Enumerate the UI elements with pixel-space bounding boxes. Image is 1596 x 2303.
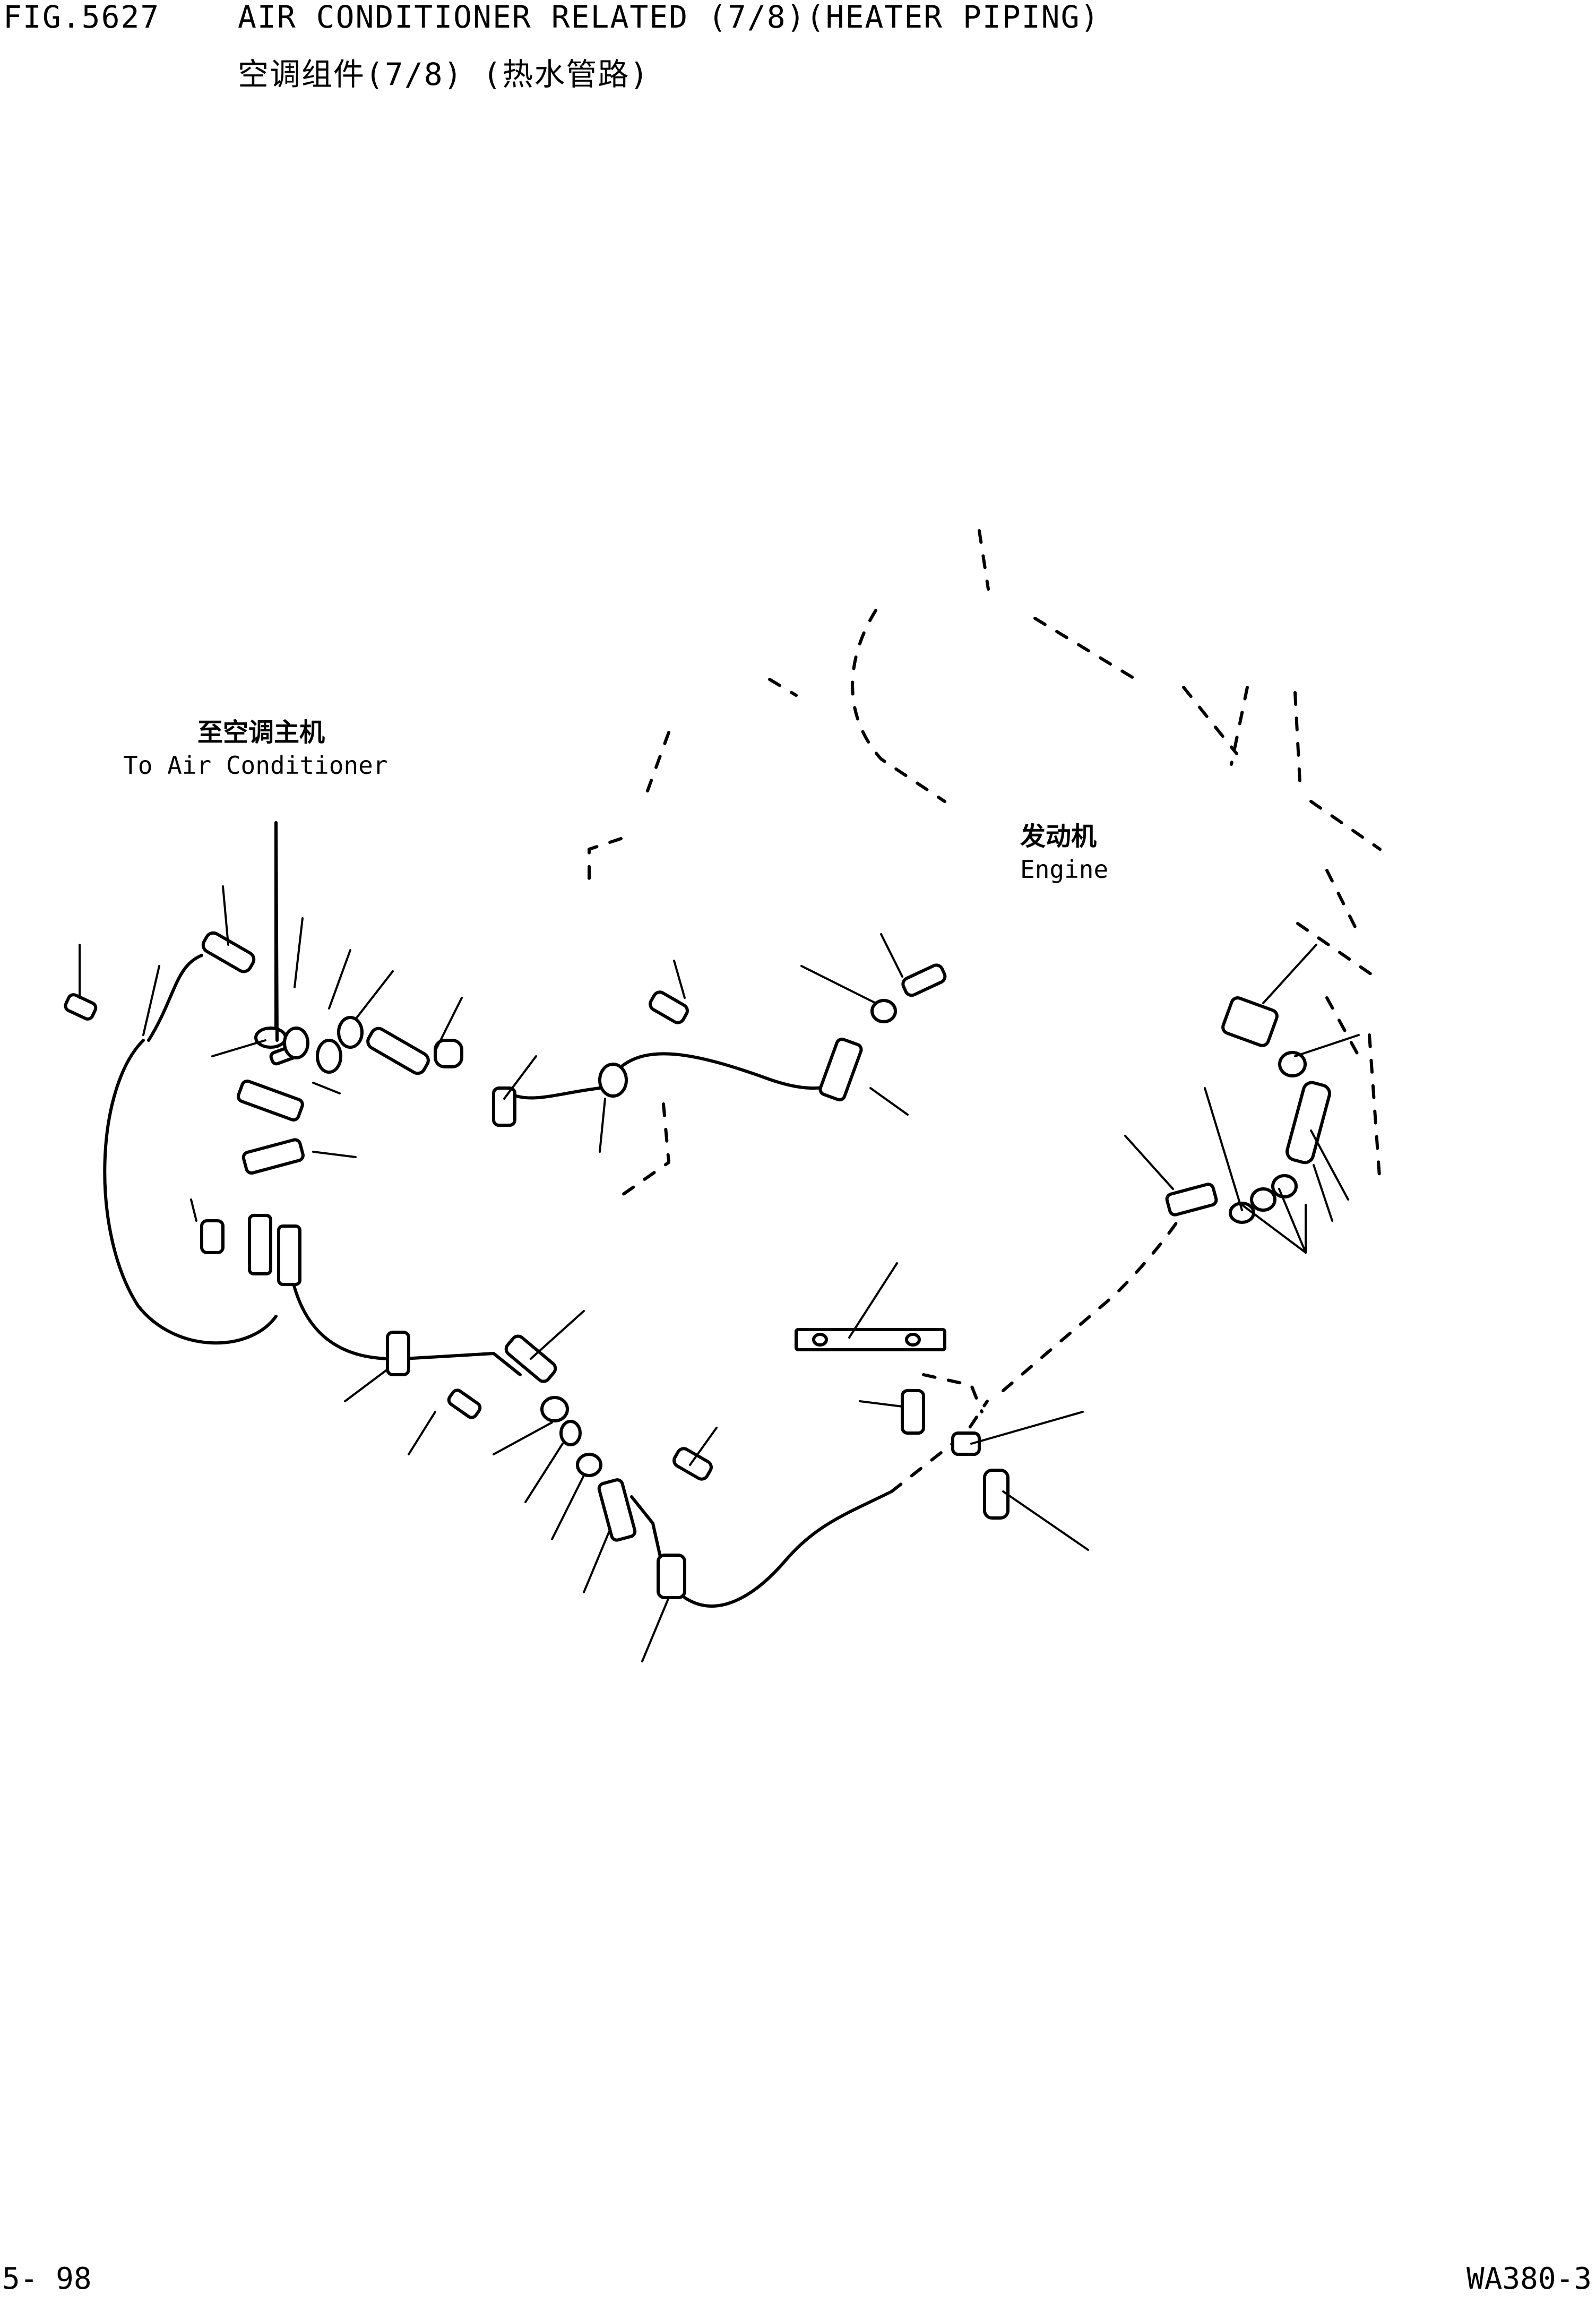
to-air-conditioner-arrow bbox=[274, 821, 279, 1042]
engine-label-cn: 发动机 bbox=[1020, 822, 1097, 851]
leader-lines bbox=[79, 885, 1360, 1662]
engine-outline bbox=[588, 529, 1382, 1201]
model-number: WA380-3 bbox=[1466, 2262, 1592, 2296]
figure-number: FIG.5627 bbox=[3, 0, 160, 35]
page-number: 5- 98 bbox=[2, 2262, 92, 2296]
to-air-conditioner-label-cn: 至空调主机 bbox=[197, 718, 325, 747]
piping-components bbox=[64, 931, 1331, 1599]
page-title-chinese: 空调组件(7/8) (热水管路) bbox=[238, 56, 650, 92]
engine-label-en: Engine bbox=[1020, 855, 1109, 884]
page-title-english: AIR CONDITIONER RELATED (7/8)(HEATER PIP… bbox=[238, 0, 1100, 35]
to-air-conditioner-label-en: To Air Conditioner bbox=[123, 751, 388, 780]
